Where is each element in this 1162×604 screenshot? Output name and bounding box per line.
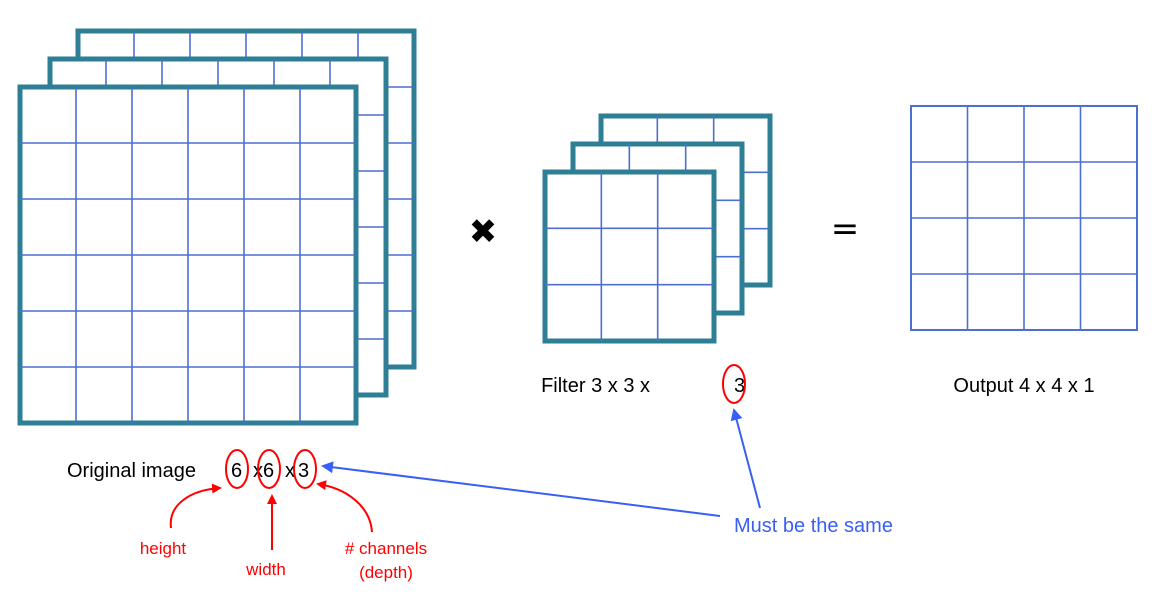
filter-channels-highlight-circle (722, 364, 746, 404)
output-grid (910, 105, 1138, 331)
output-label: Output 4 x 4 x 1 (953, 375, 1094, 397)
image-width-value: 6 (263, 460, 274, 482)
image-height-value: 6 (231, 460, 242, 482)
output-layer (910, 105, 1138, 331)
channels-annotation-line1: # channels (345, 539, 427, 558)
height-annotation: height (140, 539, 187, 558)
times-symbol-2: x (285, 460, 295, 482)
equals-symbol: = (831, 209, 860, 249)
width-highlight-circle (257, 449, 281, 489)
channels-annotation-line2: (depth) (359, 563, 413, 582)
image-channels-value: 3 (298, 460, 309, 482)
filter-layer-3 (542, 169, 717, 344)
filter-label: Filter 3 x 3 x (541, 375, 650, 397)
must-be-same-arrow-to-filter (730, 408, 761, 509)
height-highlight-circle (225, 449, 249, 489)
filter-layer-3-border (542, 169, 717, 344)
height-arrow (169, 483, 222, 529)
input-image-volume (17, 28, 417, 426)
multiply-symbol: ✖ (469, 212, 498, 252)
original-image-label-prefix: Original image (67, 460, 196, 482)
image-layer-3 (17, 84, 359, 426)
channels-highlight-circle (293, 449, 317, 489)
channels-arrow (316, 480, 373, 533)
must-be-same-annotation: Must be the same (734, 515, 893, 537)
filter-channels-value: 3 (734, 375, 745, 397)
filter-volume (542, 113, 773, 344)
must-be-same-arrow-to-image (321, 461, 721, 517)
width-annotation: width (245, 560, 286, 579)
original-image-label: Original image 6 x 6 x 3 (67, 460, 309, 482)
